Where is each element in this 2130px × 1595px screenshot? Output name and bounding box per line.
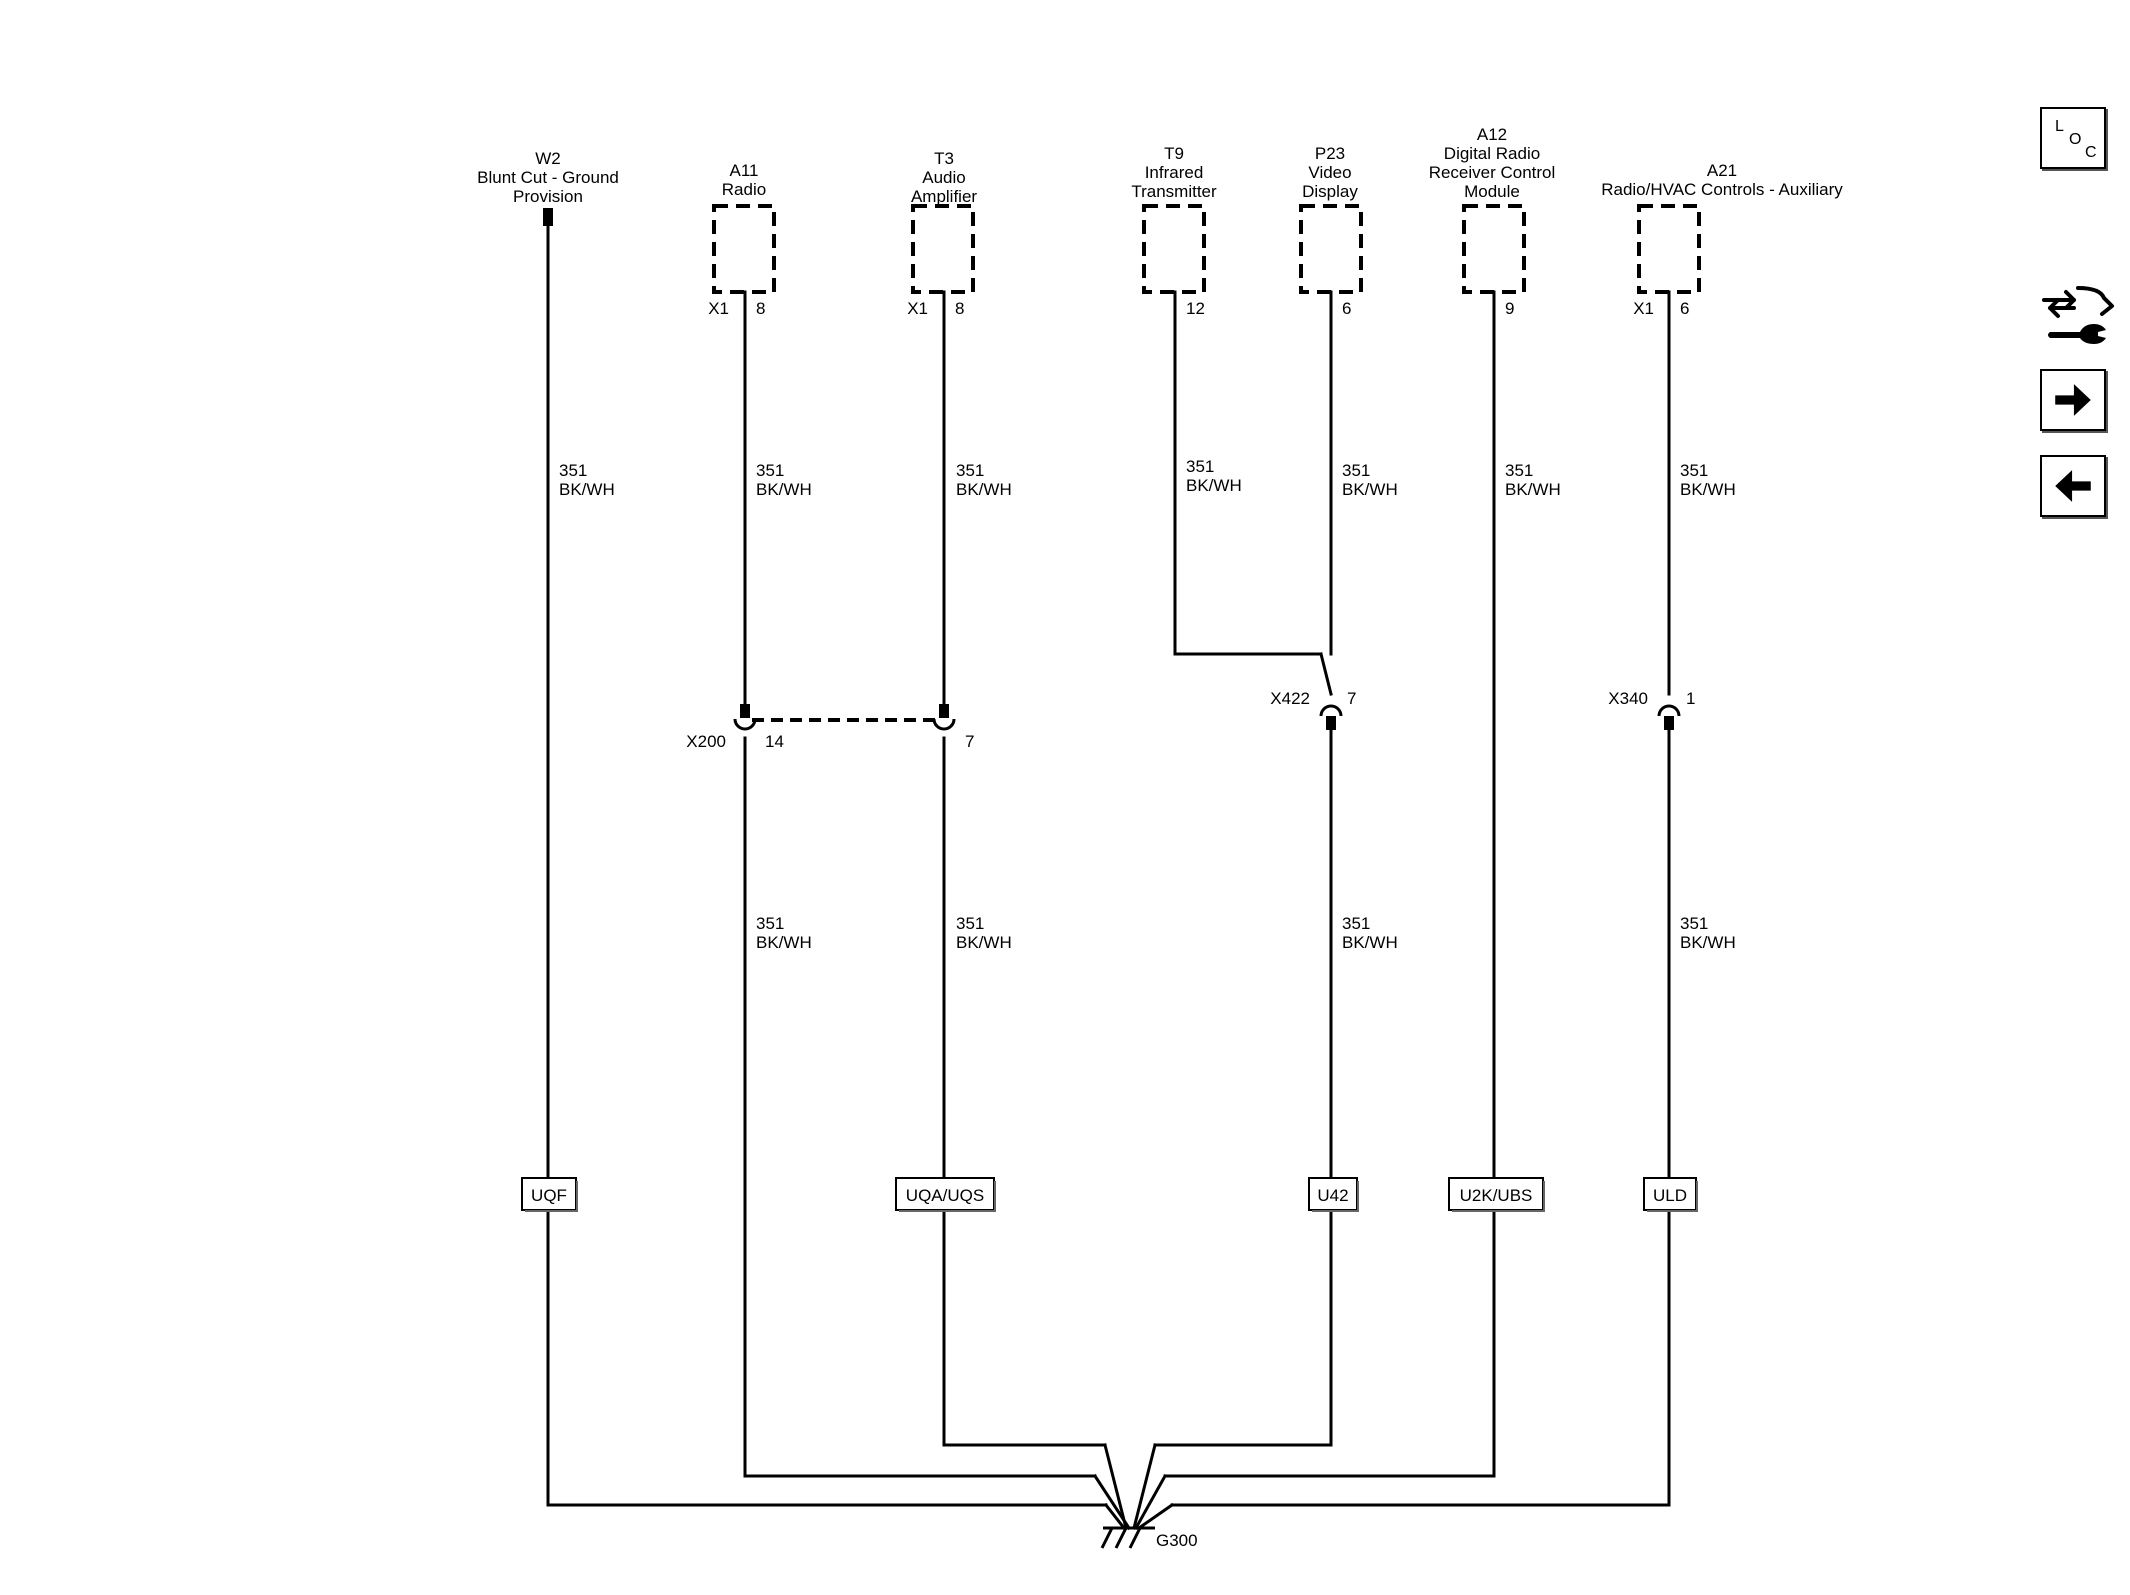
pin-label: 6	[1342, 299, 1351, 318]
wires	[546, 214, 1671, 1531]
component-name: Module	[1464, 182, 1520, 201]
component-box-a12	[1462, 204, 1526, 294]
wire-color-label: BK/WH	[756, 933, 812, 952]
inline-connectors	[733, 704, 1681, 731]
wire-color-label: BK/WH	[956, 933, 1012, 952]
component-name: Digital Radio	[1444, 144, 1540, 163]
next-page-button[interactable]	[2040, 369, 2106, 431]
arrow-right-icon	[2055, 384, 2091, 416]
previous-page-button[interactable]	[2040, 455, 2106, 517]
component-ref: A12	[1477, 125, 1507, 144]
option-tags: UQF UQA/UQS U42 U2K/UBS ULD	[521, 1177, 1698, 1212]
wire-color-label: BK/WH	[559, 480, 615, 499]
wire-color-label: BK/WH	[1680, 933, 1736, 952]
connector-pin-x200-14	[740, 704, 750, 718]
pin-label: 9	[1505, 299, 1514, 318]
wire-circuit-label: 351	[756, 914, 784, 933]
connector-pin-x200-7	[939, 704, 949, 718]
option-code: UQA/UQS	[906, 1186, 984, 1205]
option-code: UQF	[531, 1186, 567, 1205]
component-name: Blunt Cut - Ground	[477, 168, 619, 187]
component-name: Radio	[722, 180, 766, 199]
pin-label: 6	[1680, 299, 1689, 318]
wire-color-label: BK/WH	[1680, 480, 1736, 499]
ground-label: G300	[1156, 1531, 1198, 1550]
component-name: Receiver Control	[1429, 163, 1556, 182]
option-code: U42	[1317, 1186, 1348, 1205]
component-ref: T3	[934, 149, 954, 168]
wire-circuit-label: 351	[559, 461, 587, 480]
wire-color-label: BK/WH	[1342, 480, 1398, 499]
connector-socket-x340	[1657, 704, 1681, 717]
wire-circuit-label: 351	[1342, 914, 1370, 933]
inline-connector-label: X340	[1608, 689, 1648, 708]
inline-pin-label: 14	[765, 732, 784, 751]
component-box-p23	[1299, 204, 1363, 294]
connector-label: X1	[1633, 299, 1654, 318]
blunt-cut-terminal	[543, 208, 553, 226]
wire-circuit-label: 351	[1186, 457, 1214, 476]
component-ref: P23	[1315, 144, 1345, 163]
wire-circuit-label: 351	[956, 914, 984, 933]
option-code: U2K/UBS	[1460, 1186, 1533, 1205]
component-box-t9	[1142, 204, 1206, 294]
connector-label: X1	[708, 299, 729, 318]
pin-label: 12	[1186, 299, 1205, 318]
option-tag: U42	[1308, 1177, 1359, 1212]
pin-label: 8	[756, 299, 765, 318]
connector-label: X1	[907, 299, 928, 318]
connector-socket-x422	[1319, 704, 1343, 717]
component-name: Radio/HVAC Controls - Auxiliary	[1601, 180, 1843, 199]
arrow-left-icon	[2055, 470, 2091, 502]
inline-pin-label: 7	[965, 732, 974, 751]
component-name: Display	[1302, 182, 1358, 201]
loc-letter: C	[2085, 144, 2097, 161]
inline-connector-label: X422	[1270, 689, 1310, 708]
component-name: Video	[1308, 163, 1351, 182]
wire-circuit-label: 351	[1342, 461, 1370, 480]
component-ref: A21	[1707, 161, 1737, 180]
wire-circuit-label: 351	[1680, 461, 1708, 480]
connector-socket-x200-14	[733, 718, 757, 731]
loc-letter: L	[2055, 118, 2064, 135]
option-code: ULD	[1653, 1186, 1687, 1205]
wire-color-label: BK/WH	[1186, 476, 1242, 495]
location-button[interactable]: L O C	[2040, 107, 2106, 169]
wire-circuit-label: 351	[1505, 461, 1533, 480]
component-name: Transmitter	[1131, 182, 1217, 201]
inline-connector-label: X200	[686, 732, 726, 751]
option-tag: UQA/UQS	[895, 1177, 996, 1212]
component-box-a11	[712, 204, 776, 294]
wire-color-label: BK/WH	[1505, 480, 1561, 499]
component-name: Audio	[922, 168, 965, 187]
connector-pin-x422	[1326, 716, 1336, 730]
wire-circuit-label: 351	[756, 461, 784, 480]
wire-color-label: BK/WH	[1342, 933, 1398, 952]
option-tag: U2K/UBS	[1448, 1177, 1545, 1212]
component-ref: A11	[730, 161, 759, 180]
wire-color-label: BK/WH	[956, 480, 1012, 499]
component-name: Provision	[513, 187, 583, 206]
ground-symbol	[1100, 1526, 1155, 1549]
component-ref: T9	[1164, 144, 1184, 163]
component-box-t3	[911, 204, 975, 294]
component-name: Infrared	[1145, 163, 1204, 182]
pin-label: 8	[955, 299, 964, 318]
wire-circuit-label: 351	[1680, 914, 1708, 933]
connector-socket-x200-7	[932, 718, 956, 731]
component-name: Amplifier	[911, 187, 977, 206]
component-boxes	[712, 204, 1701, 294]
wire-circuit-label: 351	[956, 461, 984, 480]
inline-pin-label: 1	[1686, 689, 1695, 708]
inline-pin-label: 7	[1347, 689, 1356, 708]
option-tag: ULD	[1643, 1177, 1698, 1212]
component-box-a21	[1637, 204, 1701, 294]
component-ref: W2	[535, 149, 561, 168]
wire-color-label: BK/WH	[756, 480, 812, 499]
option-tag: UQF	[521, 1177, 578, 1212]
loc-letter: O	[2069, 131, 2082, 148]
wire-service-icon[interactable]	[2040, 280, 2116, 346]
connector-pin-x340	[1664, 716, 1674, 730]
